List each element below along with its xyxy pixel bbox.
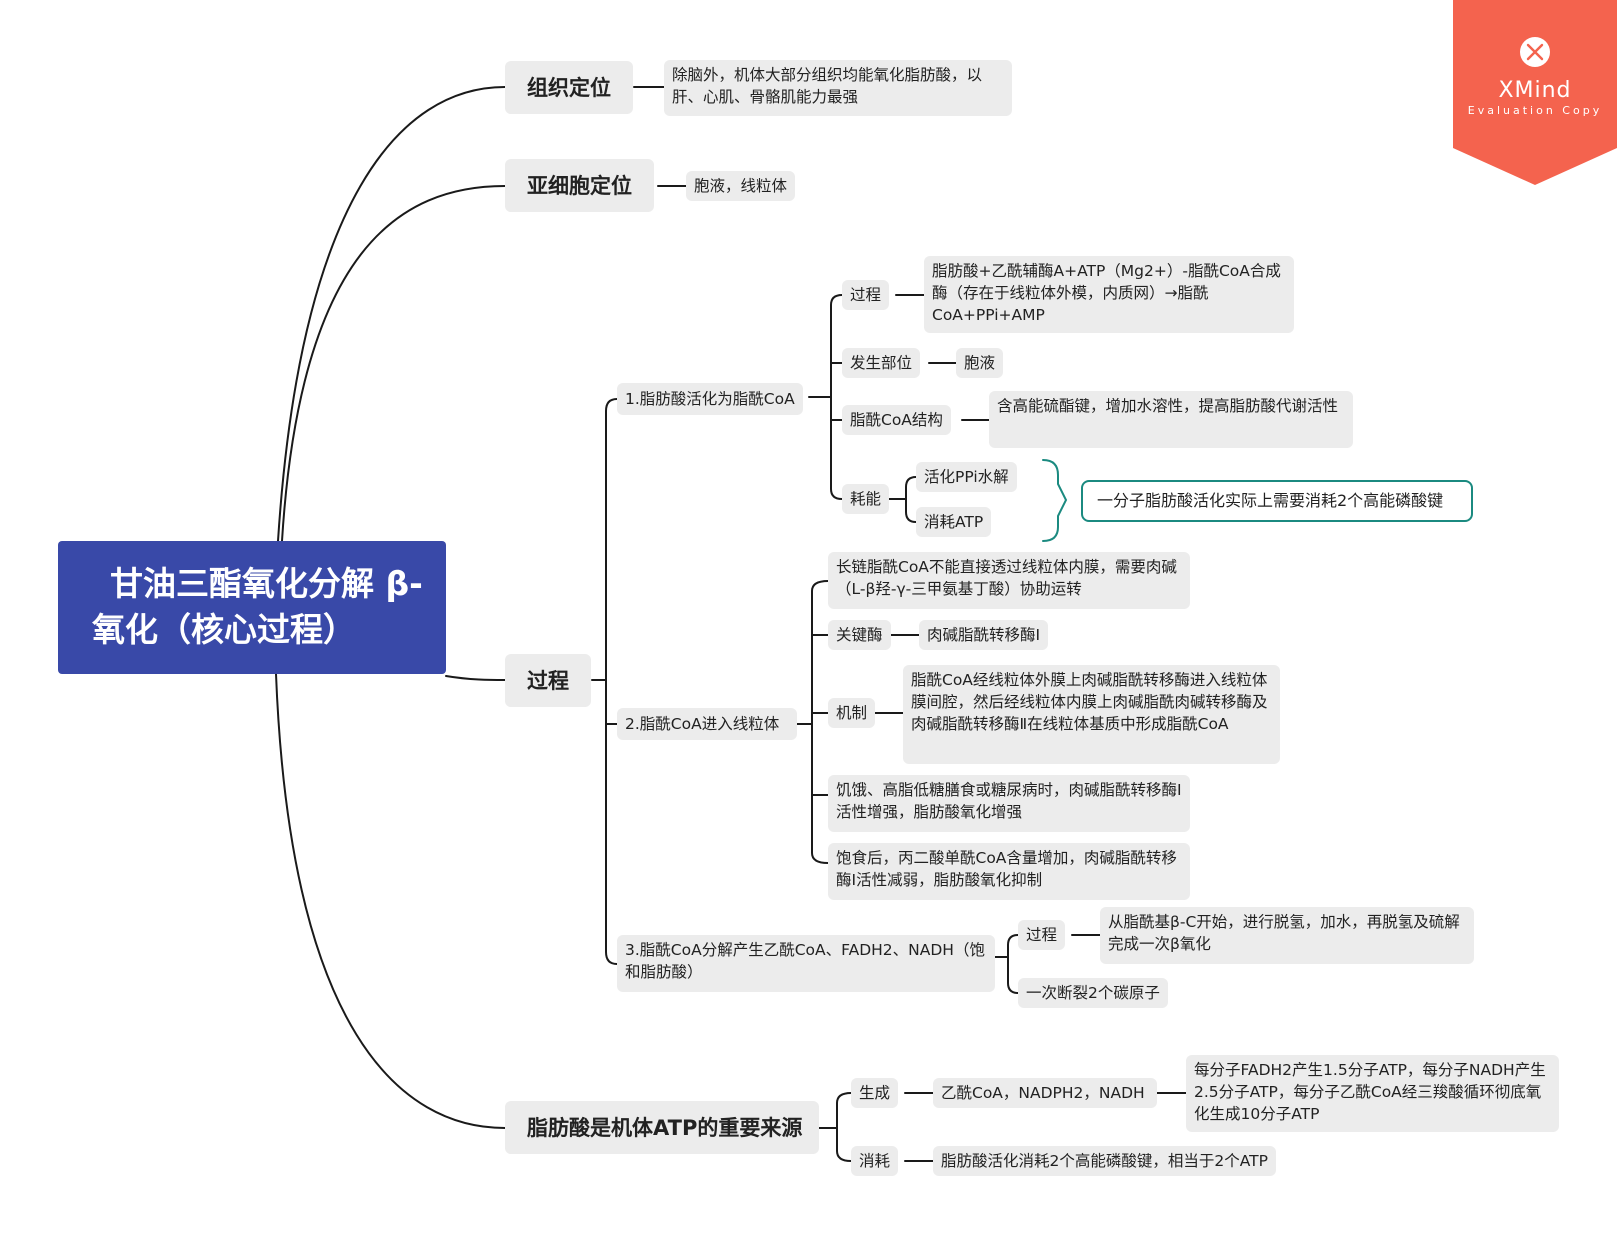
step1-site-label[interactable]: 发生部位 bbox=[842, 348, 921, 378]
central-topic-line1: 甘油三酯氧化分解 bbox=[110, 564, 374, 603]
step1-structure-label[interactable]: 脂酰CoA结构 bbox=[842, 405, 951, 435]
atp-consume-label[interactable]: 消耗 bbox=[851, 1146, 899, 1176]
step3-carbon-note[interactable]: 一次断裂2个碳原子 bbox=[1018, 978, 1168, 1008]
topic-atp-source[interactable]: 脂肪酸是机体ATP的重要来源 bbox=[505, 1101, 819, 1154]
step1-energy-label[interactable]: 耗能 bbox=[842, 484, 890, 514]
step2-enzyme-label[interactable]: 关键酶 bbox=[828, 620, 891, 650]
tissue-location-detail[interactable]: 除脑外，机体大部分组织均能氧化脂肪酸，以肝、心肌、骨骼肌能力最强 bbox=[664, 60, 1012, 116]
energy-summary[interactable]: 一分子脂肪酸活化实际上需要消耗2个高能磷酸键 bbox=[1081, 480, 1473, 522]
topic-subcellular-location[interactable]: 亚细胞定位 bbox=[505, 159, 654, 212]
step2-transport[interactable]: 2.脂酰CoA进入线粒体 bbox=[617, 708, 797, 740]
atp-produce-detail[interactable]: 每分子FADH2产生1.5分子ATP，每分子NADH产生2.5分子ATP，每分子… bbox=[1186, 1055, 1559, 1132]
step1-activation[interactable]: 1.脂肪酸活化为脂酰CoA bbox=[617, 383, 803, 415]
step2-mechanism-label[interactable]: 机制 bbox=[828, 698, 876, 728]
step3-process-label[interactable]: 过程 bbox=[1018, 920, 1066, 950]
energy-item-ppi[interactable]: 活化PPi水解 bbox=[916, 462, 1017, 492]
step1-site-detail[interactable]: 胞液 bbox=[956, 348, 1004, 378]
subcellular-location-detail[interactable]: 胞液，线粒体 bbox=[686, 171, 796, 201]
atp-produce-label[interactable]: 生成 bbox=[851, 1078, 899, 1108]
step2-enzyme-detail[interactable]: 肉碱脂酰转移酶Ⅰ bbox=[919, 620, 1049, 650]
watermark-brand: XMind bbox=[1498, 78, 1572, 103]
topic-process[interactable]: 过程 bbox=[505, 654, 591, 707]
step1-structure-detail[interactable]: 含高能硫酯键，增加水溶性，提高脂肪酸代谢活性 bbox=[989, 391, 1353, 448]
xmind-logo-icon bbox=[1520, 37, 1550, 67]
step2-fed-note[interactable]: 饱食后，丙二酸单酰CoA含量增加，肉碱脂酰转移酶Ⅰ活性减弱，脂肪酸氧化抑制 bbox=[828, 843, 1190, 900]
atp-consume-detail[interactable]: 脂肪酸活化消耗2个高能磷酸键，相当于2个ATP bbox=[933, 1146, 1276, 1176]
step1-process-detail[interactable]: 脂肪酸+乙酰辅酶A+ATP（Mg2+）-脂酰CoA合成酶（存在于线粒体外模，内质… bbox=[924, 256, 1294, 333]
central-topic[interactable]: 甘油三酯氧化分解 β-氧化（核心过程） bbox=[58, 541, 446, 674]
energy-item-atp[interactable]: 消耗ATP bbox=[916, 507, 992, 537]
step3-process-detail[interactable]: 从脂酰基β-C开始，进行脱氢，加水，再脱氢及硫解完成一次β氧化 bbox=[1100, 907, 1474, 964]
step2-carnitine-note[interactable]: 长链脂酰CoA不能直接透过线粒体内膜，需要肉碱（L-β羟-γ-三甲氨基丁酸）协助… bbox=[828, 552, 1190, 609]
step2-mechanism-detail[interactable]: 脂酰CoA经线粒体外膜上肉碱脂酰转移酶进入线粒体膜间腔，然后经线粒体内膜上肉碱脂… bbox=[903, 665, 1280, 764]
topic-tissue-location[interactable]: 组织定位 bbox=[505, 61, 633, 114]
step2-fasting-note[interactable]: 饥饿、高脂低糖膳食或糖尿病时，肉碱脂酰转移酶Ⅰ活性增强，脂肪酸氧化增强 bbox=[828, 775, 1190, 832]
step3-breakdown[interactable]: 3.脂酰CoA分解产生乙酰CoA、FADH2、NADH（饱和脂肪酸） bbox=[617, 935, 995, 992]
atp-produce-products[interactable]: 乙酰CoA，NADPH2，NADH bbox=[933, 1078, 1157, 1108]
central-topic-line2: β-氧化（核心过程） bbox=[92, 564, 423, 649]
xmind-watermark-badge bbox=[1453, 0, 1617, 185]
step1-process-label[interactable]: 过程 bbox=[842, 280, 890, 310]
watermark-subtitle: Evaluation Copy bbox=[1467, 104, 1603, 117]
watermark-text: XMind Evaluation Copy bbox=[1453, 78, 1617, 118]
